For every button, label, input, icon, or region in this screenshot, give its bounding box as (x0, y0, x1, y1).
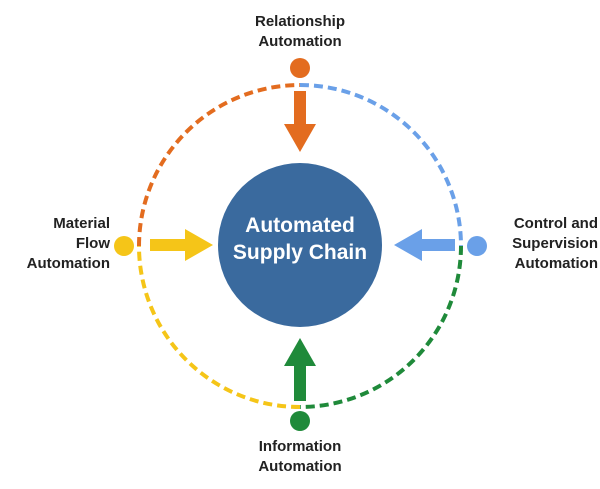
node-dot-bottom (290, 411, 310, 431)
label-line: Material (53, 215, 110, 232)
ring-arc-bottom-left (137, 245, 301, 409)
label-control-supervision-automation: Control and Supervision Automation (488, 214, 598, 274)
label-relationship-automation: Relationship Automation (200, 12, 400, 52)
node-dot-right (467, 236, 487, 256)
central-circle (218, 163, 382, 327)
central-circle-label: Automated Supply Chain (215, 212, 385, 266)
label-line: Automation (514, 255, 598, 272)
label-material-flow-automation: Material Flow Automation (10, 214, 110, 274)
label-line: Information (258, 438, 342, 455)
ring-arc-top-left (137, 83, 301, 247)
center-line-2: Supply Chain (232, 241, 368, 264)
ring-arc-bottom-right (299, 245, 463, 409)
arrow-from-left (150, 229, 213, 261)
label-line: Control and (513, 215, 598, 232)
node-dot-top (290, 58, 310, 78)
label-line: Automation (258, 458, 342, 475)
arrow-from-right (394, 229, 455, 261)
label-line: Flow (75, 235, 110, 252)
arrow-from-bottom (284, 338, 316, 401)
label-line: Relationship (254, 13, 345, 30)
label-line: Supervision (512, 235, 598, 252)
label-information-automation: Information Automation (200, 437, 400, 477)
ring-arc-top-right (299, 83, 463, 247)
label-line: Automation (26, 255, 110, 272)
node-dot-left (114, 236, 134, 256)
center-line-1: Automated (245, 214, 355, 237)
label-line: Automation (258, 33, 342, 50)
arrow-from-top (284, 91, 316, 152)
